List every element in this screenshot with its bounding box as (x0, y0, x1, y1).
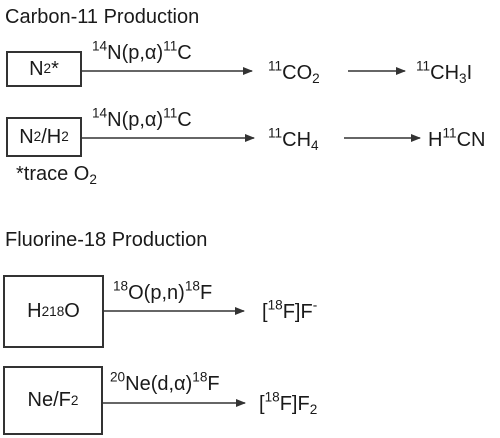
reaction-label-c11-r1: 14N(p,α)11C (92, 38, 192, 64)
reaction-label-c11-r2: 14N(p,α)11C (92, 105, 192, 131)
fluorine18-heading: Fluorine-18 Production (5, 229, 208, 251)
footnote-trace-o2: *trace O2 (16, 163, 97, 187)
product-18f-f2: [18F]F2 (259, 389, 318, 417)
reaction-label-f18-r2: 20Ne(d,α)18F (110, 369, 220, 395)
product-co2: 11CO2 (268, 58, 320, 86)
product-ch3i: 11CH3I (416, 58, 473, 86)
product-hcn: H11CN (428, 125, 486, 151)
target-text: N (29, 57, 44, 80)
reaction-label-f18-r1: 18O(p,n)18F (113, 278, 213, 304)
product-18f-fluoride: [18F]F- (262, 297, 318, 323)
carbon11-heading: Carbon-11 Production (5, 6, 200, 28)
target-asterisk: * (51, 57, 59, 80)
product-ch4: 11CH4 (268, 125, 319, 153)
